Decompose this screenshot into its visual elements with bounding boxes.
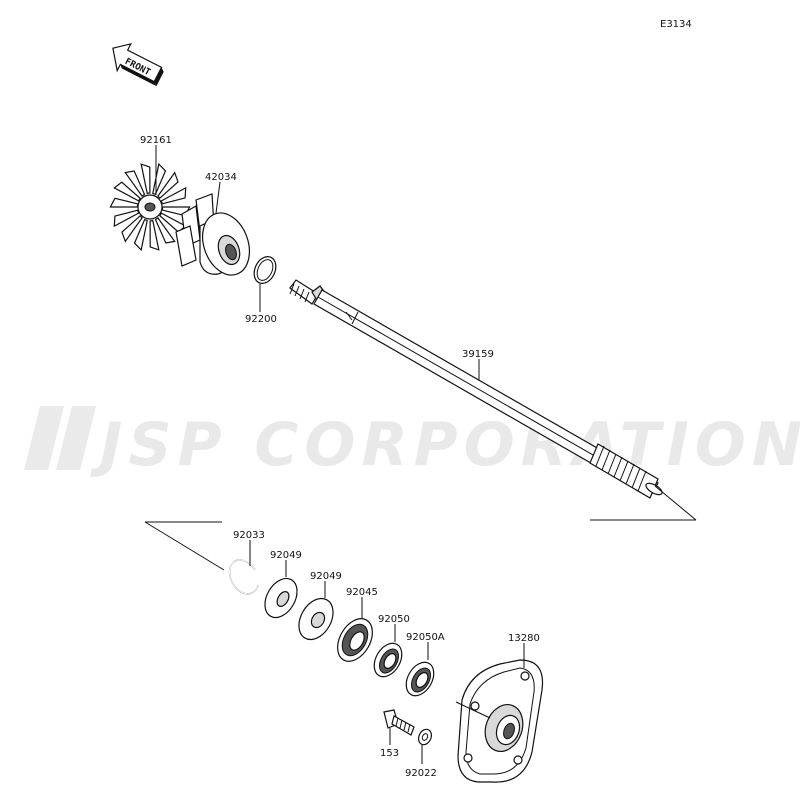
drive-shaft-part — [289, 279, 663, 499]
part-label-92033: 92033 — [233, 530, 265, 541]
bolt-part — [383, 709, 415, 736]
impeller-blade — [157, 171, 179, 200]
impeller-blade — [109, 197, 139, 208]
part-label-42034: 42034 — [205, 172, 237, 183]
impeller-blade — [113, 209, 140, 228]
watermark-text: JSP CORPORATION — [90, 410, 800, 480]
oil-seal-a-part — [405, 661, 435, 697]
part-label-39159: 39159 — [462, 349, 494, 360]
housing-part — [455, 659, 544, 783]
impeller-blade — [133, 218, 148, 252]
watermark: JSP CORPORATION — [24, 406, 800, 480]
oil-seal-part — [373, 642, 403, 678]
washer-1-part — [264, 577, 298, 619]
part-label-92161: 92161 — [140, 135, 172, 146]
watermark-logo-icon — [24, 406, 96, 470]
front-arrow-icon: FRONT — [112, 42, 164, 87]
part-label-92049-b: 92049 — [310, 571, 342, 582]
bearing-part — [337, 618, 373, 662]
part-label-92050: 92050 — [378, 614, 410, 625]
diagram-code: E3134 — [660, 19, 692, 30]
part-label-13280: 13280 — [508, 633, 540, 644]
impeller-blade — [113, 181, 141, 202]
part-label-92022: 92022 — [405, 768, 437, 779]
part-label-92200: 92200 — [245, 314, 277, 325]
impeller-blade — [149, 219, 160, 251]
part-label-92050a: 92050A — [406, 632, 445, 643]
circlip-part — [228, 559, 259, 595]
impeller-blade — [154, 217, 176, 244]
washer-small-part — [417, 728, 433, 746]
impeller-blade — [140, 163, 151, 195]
part-label-153: 153 — [380, 748, 399, 759]
impeller-part — [109, 162, 191, 252]
impeller-blade — [160, 186, 187, 205]
impeller-blade — [124, 170, 146, 197]
part-label-92049-a: 92049 — [270, 550, 302, 561]
washer-2-part — [298, 597, 334, 641]
part-label-92045: 92045 — [346, 587, 378, 598]
o-ring-part — [253, 256, 277, 284]
impeller-blade — [121, 214, 143, 243]
impeller-cap-part — [175, 193, 250, 276]
